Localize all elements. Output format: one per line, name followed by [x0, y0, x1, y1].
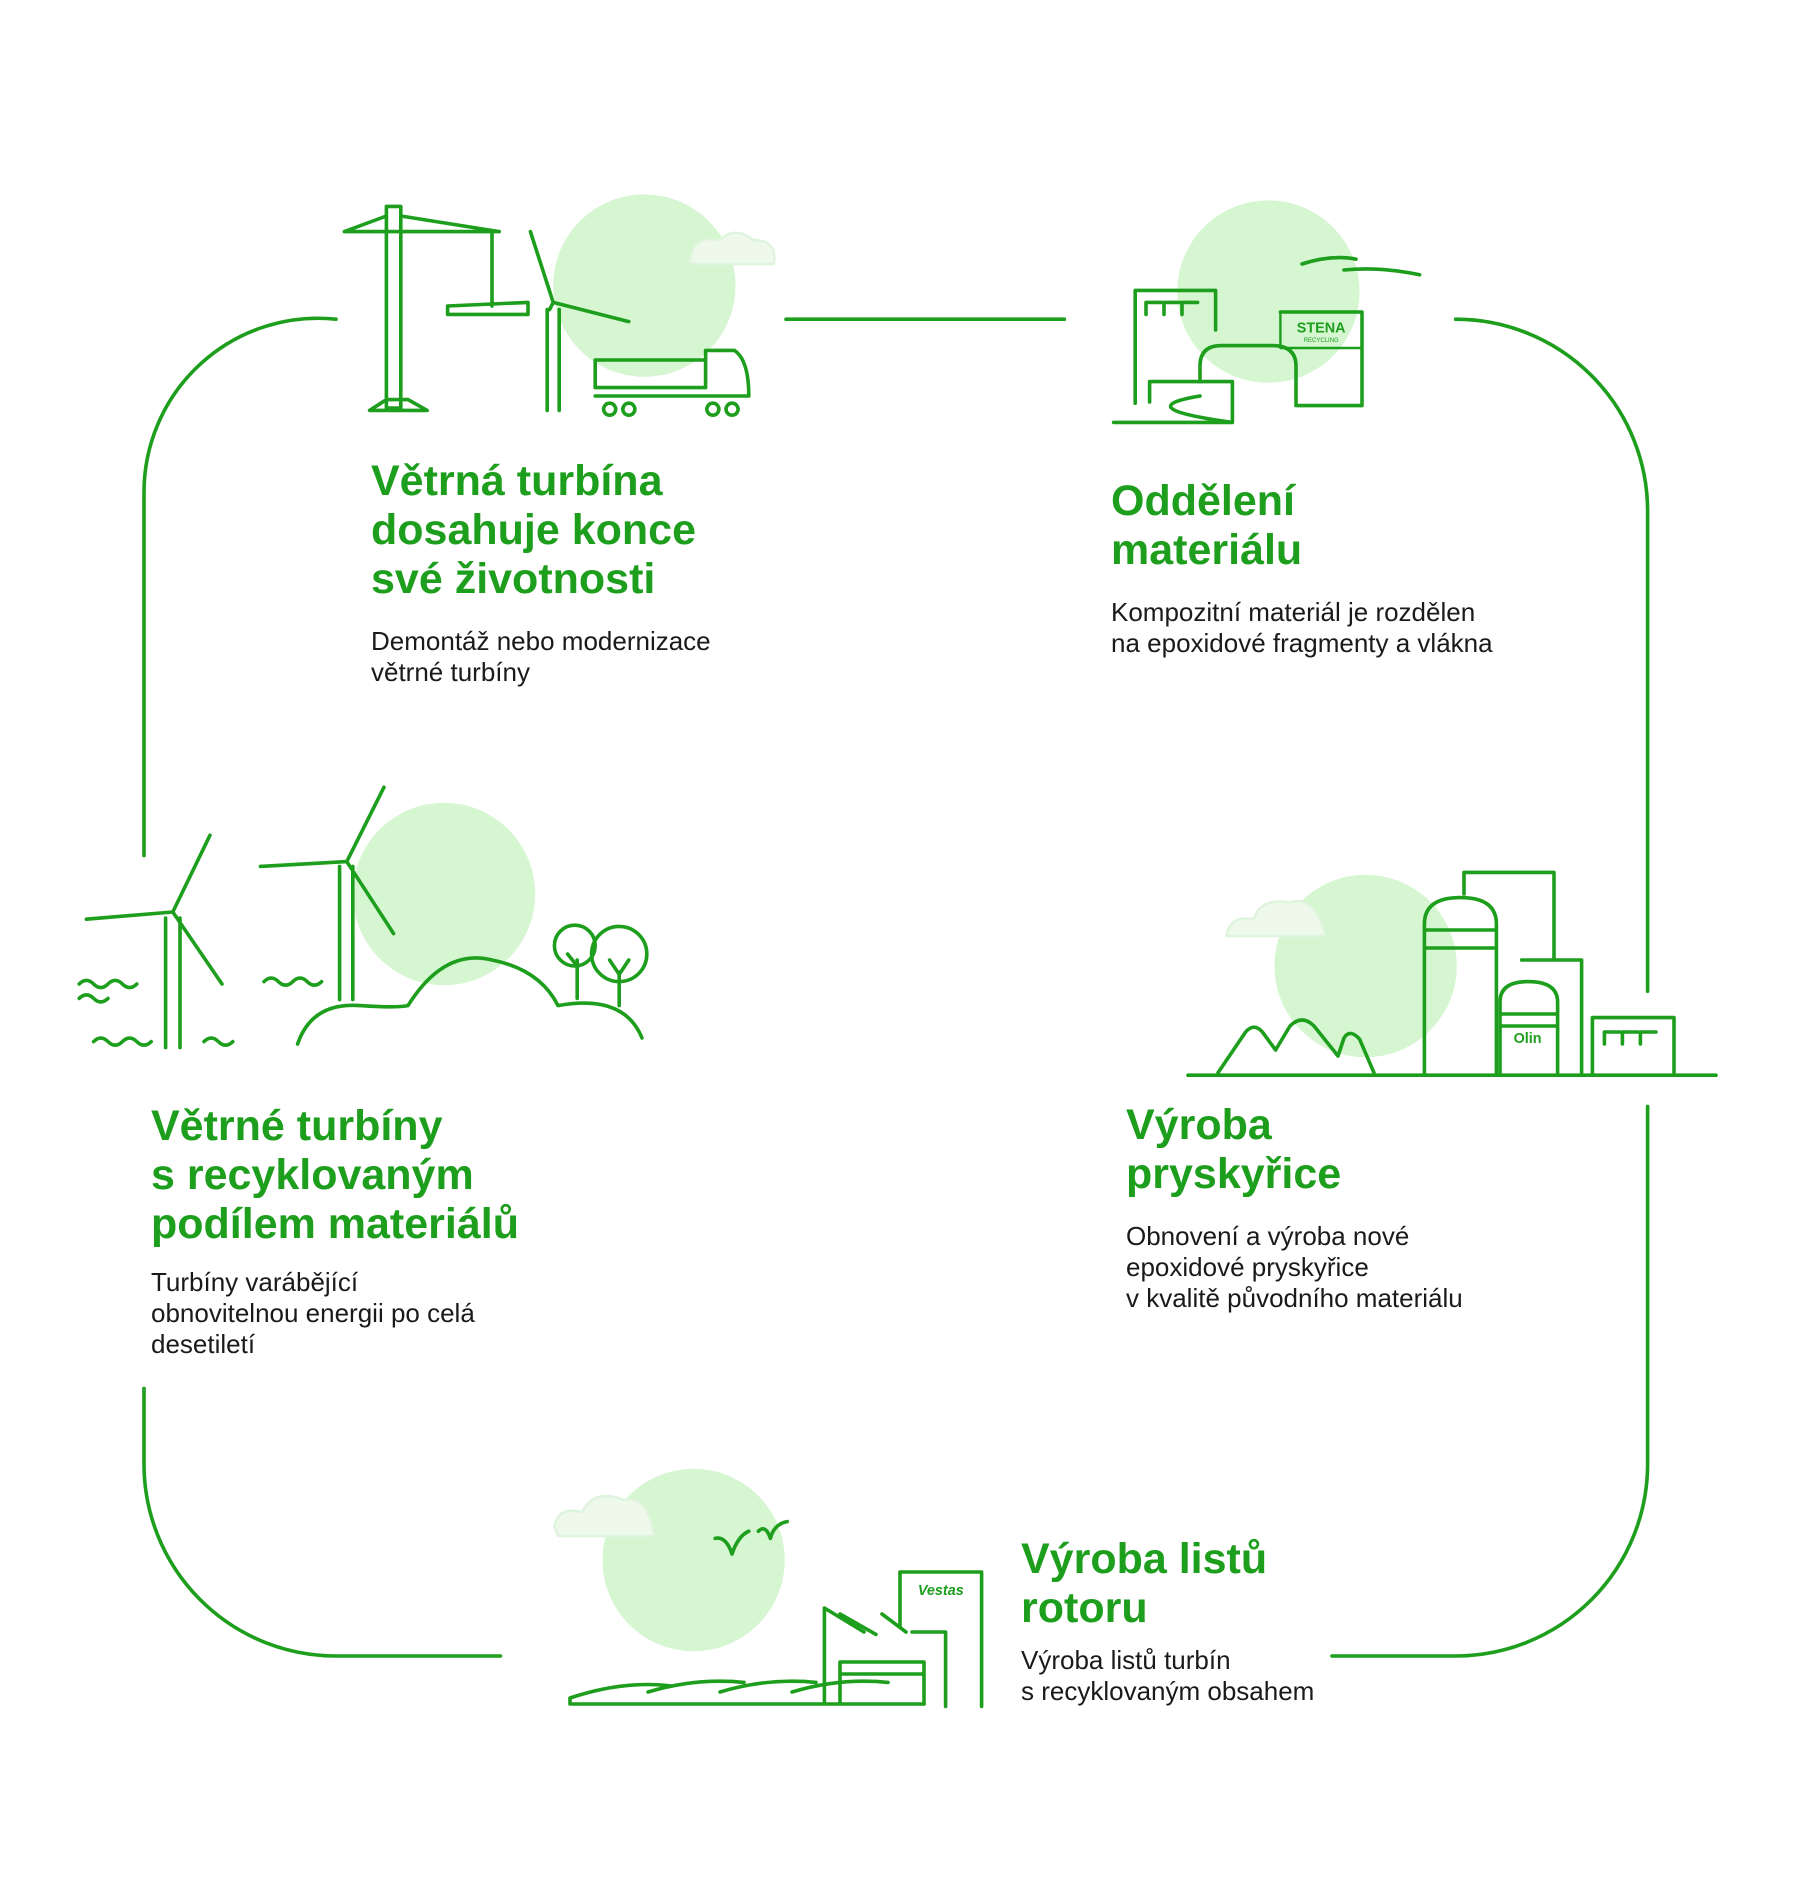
step-title: Výroba listů rotoru	[1021, 1535, 1268, 1632]
step-description: Turbíny varábějící obnovitelnou energii …	[151, 1267, 475, 1359]
crane-icon	[342, 204, 530, 413]
cloud-icon	[1225, 899, 1328, 938]
sun-circle	[352, 802, 536, 986]
separation-illustration: STENA RECYCLING	[1111, 200, 1422, 425]
cloud-icon	[553, 1494, 656, 1538]
step-recycled-turbines: Větrné turbíny s recyklovaným podílem ma…	[151, 1102, 519, 1360]
step-title: Výroba pryskyřice	[1126, 1101, 1342, 1198]
blade-factory-illustration: Vestas	[553, 1468, 984, 1709]
stena-logo: STENA	[1297, 320, 1346, 336]
step-blade-production: Výroba listů rotoru Výroba listů turbín …	[1021, 1535, 1314, 1707]
olin-logo: Olin	[1514, 1031, 1542, 1047]
cycle-loop	[142, 316, 1650, 1658]
vestas-logo: Vestas	[918, 1583, 964, 1599]
step-description: Demontáž nebo modernizace větrné turbíny	[371, 626, 711, 687]
step-description: Kompozitní materiál je rozdělen na epoxi…	[1111, 597, 1493, 658]
step-description: Obnovení a výroba nové epoxidové pryskyř…	[1126, 1221, 1463, 1313]
sun-circle	[553, 194, 736, 377]
step-decommission: Větrná turbína dosahuje konce své životn…	[371, 457, 711, 688]
step-separation: Oddělení materiálu Kompozitní materiál j…	[1111, 477, 1493, 659]
step-title: Oddělení materiálu	[1111, 477, 1303, 574]
step-description: Výroba listů turbín s recyklovaným obsah…	[1021, 1645, 1315, 1706]
wind-turbine-icon	[528, 229, 631, 413]
step-resin-production: Výroba pryskyřice Obnovení a výroba nové…	[1126, 1101, 1463, 1314]
birds-icon	[713, 1519, 790, 1556]
step-title: Větrná turbína dosahuje konce své životn…	[371, 457, 696, 603]
sun-circle	[602, 1468, 785, 1652]
sun-circle	[1177, 200, 1360, 383]
decommission-illustration	[342, 194, 776, 417]
truck-icon	[593, 348, 751, 417]
stena-logo-sub: RECYCLING	[1304, 338, 1339, 344]
wind-farm-illustration	[77, 785, 649, 1050]
step-title: Větrné turbíny s recyklovaným podílem ma…	[151, 1102, 519, 1248]
resin-illustration: Olin	[1186, 870, 1718, 1078]
cloud-icon	[688, 231, 776, 266]
